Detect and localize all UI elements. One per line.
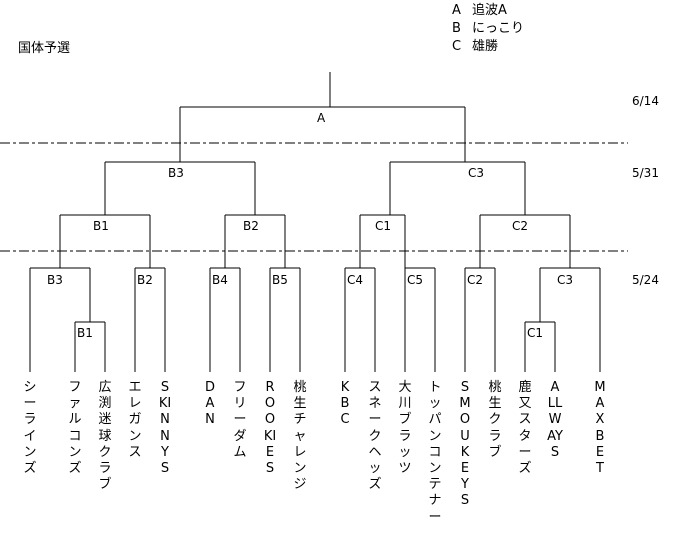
- legend-key: A: [452, 3, 461, 18]
- team-name: 大川ブラッツ: [398, 380, 412, 477]
- node-preliminary: B1: [76, 326, 94, 340]
- node-semi-left: B3: [167, 166, 185, 180]
- node-round: B3: [46, 273, 64, 287]
- team-name: MAXBET: [594, 380, 606, 477]
- node-round: C4: [346, 273, 365, 287]
- team-name: トッパンコンテナー: [428, 380, 442, 525]
- date-final: 6/14: [632, 94, 659, 108]
- team-name: 広渕迷球クラブ: [98, 380, 112, 493]
- legend: A 追波A B にっこり C 雄勝: [452, 2, 524, 56]
- legend-key: C: [452, 39, 462, 54]
- node-round: C5: [406, 273, 425, 287]
- team-name: スネークヘッズ: [368, 380, 382, 493]
- team-name: フリーダム: [233, 380, 247, 460]
- legend-item: B にっこり: [452, 20, 524, 38]
- team-name: 桃生チャレンジ: [293, 380, 307, 493]
- node-quarter: C2: [511, 219, 530, 233]
- node-preliminary: C1: [526, 326, 545, 340]
- team-name: DAN: [204, 380, 215, 428]
- team-name: 鹿又スターズ: [518, 380, 532, 477]
- node-quarter: C1: [374, 219, 393, 233]
- team-name: ファルコンズ: [68, 380, 82, 477]
- legend-item: C 雄勝: [452, 38, 524, 56]
- legend-key: B: [452, 21, 461, 36]
- team-name: SMOUKEYS: [459, 380, 471, 509]
- legend-label: にっこり: [472, 21, 525, 36]
- date-semis: 5/31: [632, 166, 659, 180]
- node-round: C3: [556, 273, 575, 287]
- page-title: 国体予選: [18, 41, 71, 56]
- team-name: ALLWAYS: [547, 380, 563, 460]
- team-name: シーラインズ: [23, 380, 37, 477]
- team-name: エレガンス: [128, 380, 142, 460]
- node-round: B4: [211, 273, 229, 287]
- team-name: KBC: [340, 380, 350, 428]
- node-round: B2: [136, 273, 154, 287]
- team-name: ROOKIES: [263, 380, 277, 477]
- legend-label: 雄勝: [472, 39, 499, 54]
- node-round: C2: [466, 273, 485, 287]
- team-name: SKINNYS: [158, 380, 172, 477]
- node-semi-right: C3: [467, 166, 486, 180]
- team-name: 桃生クラブ: [488, 380, 502, 460]
- node-quarter: B1: [92, 219, 110, 233]
- node-final: A: [316, 111, 327, 125]
- legend-item: A 追波A: [452, 2, 524, 20]
- date-first-round: 5/24: [632, 273, 659, 287]
- legend-label: 追波A: [472, 3, 507, 18]
- node-round: B5: [271, 273, 289, 287]
- node-quarter: B2: [242, 219, 260, 233]
